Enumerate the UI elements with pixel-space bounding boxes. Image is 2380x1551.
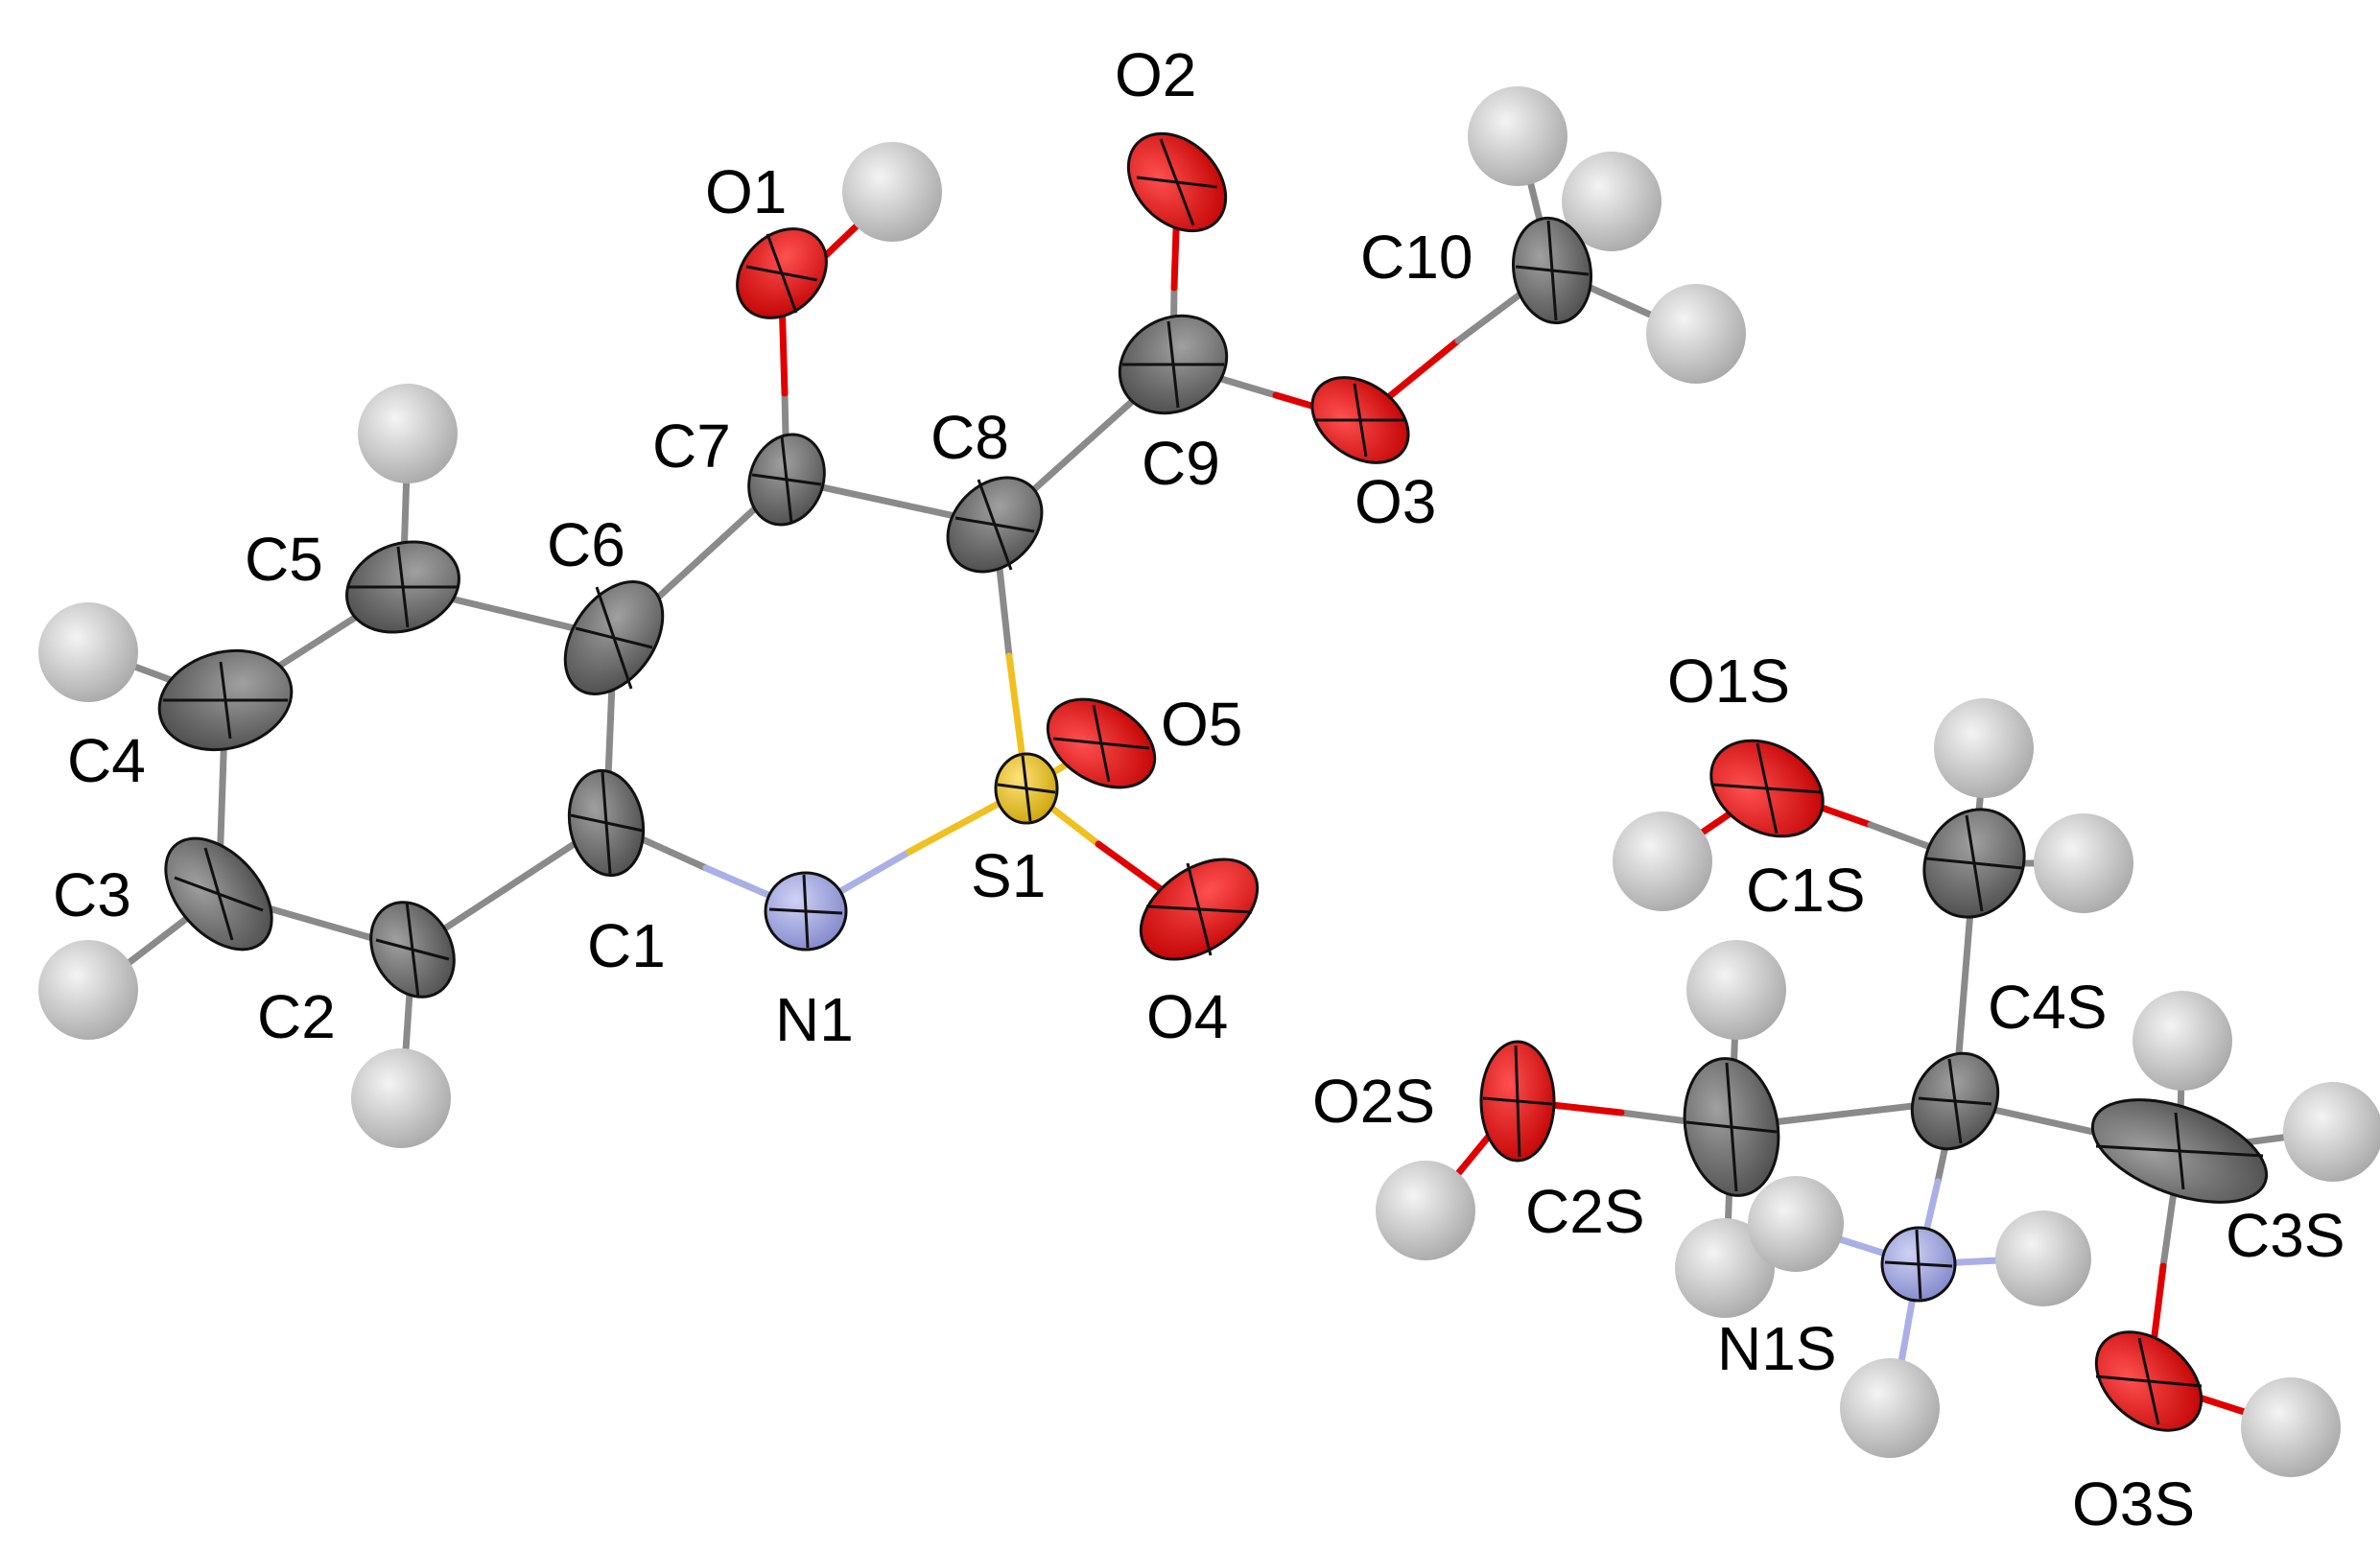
label-c4s: C4S xyxy=(1988,973,2108,1042)
atom-o2s xyxy=(1479,1040,1556,1163)
hydrogen-atom-ho1s xyxy=(1613,811,1712,911)
hydrogen-atom-h10a xyxy=(1468,86,1567,186)
atom-c7 xyxy=(747,433,826,527)
hydrogen-atom-h2sa xyxy=(1686,940,1786,1040)
atom-o1 xyxy=(736,227,828,319)
atom-n1 xyxy=(764,871,848,952)
hydrogen-atom-h1sb xyxy=(2034,813,2133,913)
atom-c1 xyxy=(567,768,646,878)
atom-o4 xyxy=(1139,858,1260,961)
label-o3s: O3S xyxy=(2072,1469,2195,1539)
label-c5: C5 xyxy=(245,525,323,594)
atom-c2s xyxy=(1683,1057,1780,1197)
label-c1s: C1S xyxy=(1746,856,1866,925)
label-c8: C8 xyxy=(931,403,1009,472)
hydrogen-atom-hn1sc xyxy=(1840,1358,1940,1458)
bonds-solvent-molecule xyxy=(1426,754,2330,1428)
label-c2s: C2S xyxy=(1525,1177,1645,1246)
atom-c3 xyxy=(164,836,273,952)
label-o5: O5 xyxy=(1161,690,1242,759)
atom-c3s xyxy=(2090,1098,2269,1204)
atom-c9 xyxy=(1118,314,1229,415)
hydrogen-atom-h2sb xyxy=(1675,1218,1775,1318)
hydrogen-atom-h1sa xyxy=(1934,698,2034,798)
atom-n1s xyxy=(1880,1226,1957,1303)
hydrogen-atom-h3 xyxy=(38,940,138,1040)
label-c3s: C3S xyxy=(2226,1201,2345,1270)
label-c3: C3 xyxy=(53,860,131,929)
label-o3: O3 xyxy=(1355,467,1436,536)
hydrogen-atom-h5 xyxy=(358,384,458,483)
atom-c5 xyxy=(345,540,460,634)
hydrogen-atoms xyxy=(38,86,2380,1477)
hydrogen-atom-h2 xyxy=(351,1048,451,1148)
hydrogen-atom-h10b xyxy=(1562,152,1661,251)
label-o4: O4 xyxy=(1146,982,1228,1051)
hydrogen-atom-ho3s xyxy=(2241,1377,2341,1477)
label-n1s: N1S xyxy=(1717,1314,1837,1383)
atom-c6 xyxy=(563,580,665,695)
label-c7: C7 xyxy=(652,411,731,481)
atom-s1 xyxy=(994,752,1059,825)
hydrogen-atom-hn1sb xyxy=(1995,1210,2091,1306)
atom-c4s xyxy=(1910,1051,2000,1151)
label-c6: C6 xyxy=(547,510,625,579)
label-c2: C2 xyxy=(257,982,336,1051)
atom-o5 xyxy=(1046,697,1157,789)
hydrogen-atom-ho2s xyxy=(1376,1161,1475,1260)
heavy-atoms xyxy=(157,131,2269,1432)
atom-o3s xyxy=(2094,1330,2203,1432)
hydrogen-atom-h4 xyxy=(38,602,138,702)
atom-c1s xyxy=(1922,808,2026,919)
label-o2: O2 xyxy=(1115,40,1196,109)
label-c9: C9 xyxy=(1142,429,1220,498)
label-n1: N1 xyxy=(775,985,854,1054)
atom-c4 xyxy=(157,648,294,752)
atom-c8 xyxy=(946,476,1044,574)
hydrogen-atom-hn1sa xyxy=(1748,1176,1844,1272)
label-s1: S1 xyxy=(971,841,1046,910)
hydrogen-atom-h10c xyxy=(1646,284,1746,384)
atom-o1s xyxy=(1709,739,1825,838)
hydrogen-atom-h3sa xyxy=(2133,991,2232,1091)
atom-o3 xyxy=(1310,376,1410,464)
hydrogen-atom-h3sb xyxy=(2283,1082,2380,1182)
atom-c2 xyxy=(369,901,456,999)
label-c10: C10 xyxy=(1360,223,1473,292)
hydrogen-atom-ho1 xyxy=(842,142,942,242)
label-o1: O1 xyxy=(705,157,787,226)
atom-o2 xyxy=(1126,131,1228,233)
atom-labels: O1 O2 C10 C7 C8 C9 O3 C5 C6 C4 O5 S1 C3 … xyxy=(53,40,2345,1539)
label-o1s: O1S xyxy=(1667,646,1790,716)
label-o2s: O2S xyxy=(1312,1067,1435,1136)
label-c4: C4 xyxy=(67,726,146,795)
label-c1: C1 xyxy=(587,911,666,980)
atom-c10 xyxy=(1511,216,1593,325)
